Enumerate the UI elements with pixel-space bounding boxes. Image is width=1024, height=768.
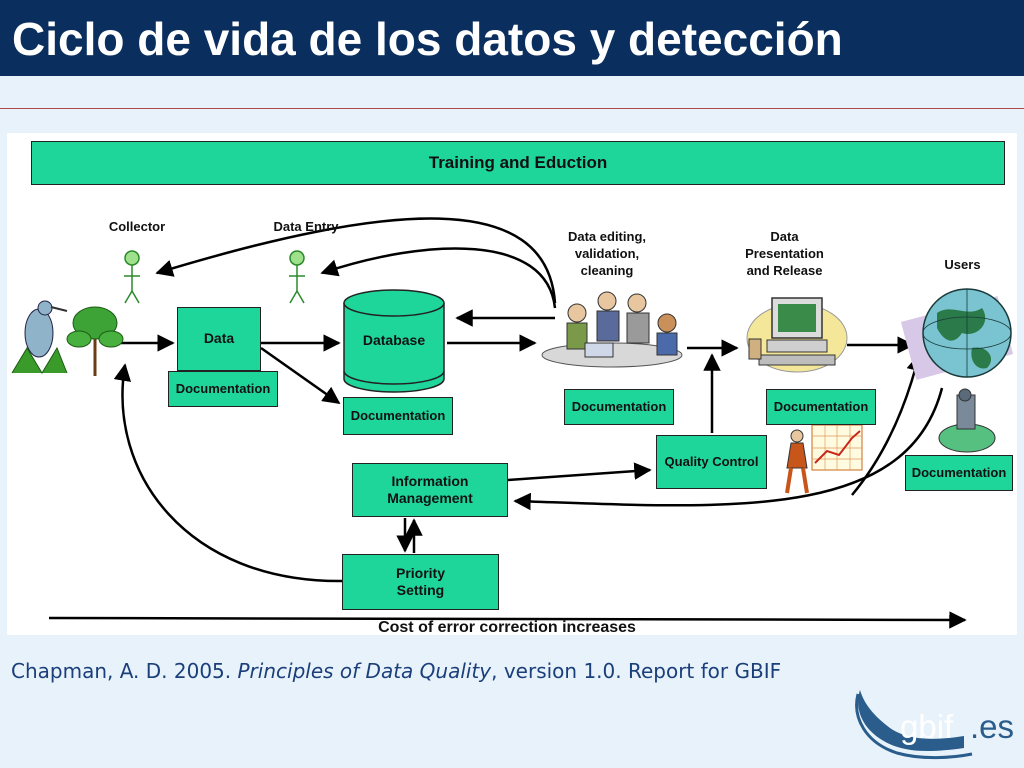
computer-icon <box>746 297 848 373</box>
page-title: Ciclo de vida de los datos y detección <box>12 13 843 65</box>
box-quality-control: Quality Control <box>656 435 767 489</box>
label-data-presentation: Data Presentation and Release <box>745 229 824 278</box>
label-data-entry: Data Entry <box>273 219 339 234</box>
citation-prefix: Chapman, A. D. 2005. <box>11 659 238 683</box>
label-collector: Collector <box>108 219 166 234</box>
citation: Chapman, A. D. 2005. Principles of Data … <box>11 659 781 683</box>
citation-suffix: , version 1.0. Report for GBIF <box>491 659 782 683</box>
box-data-documentation: Documentation <box>168 371 278 407</box>
lifecycle-diagram: Training and Eduction Collector Data Ent… <box>7 133 1017 636</box>
label-users: Users <box>944 257 981 272</box>
box-users-documentation: Documentation <box>905 455 1013 491</box>
box-presentation-documentation: Documentation <box>766 389 876 425</box>
citation-title: Principles of Data Quality <box>237 659 492 683</box>
database-label: Database <box>362 332 426 348</box>
title-bar: Ciclo de vida de los datos y detección <box>0 0 1024 76</box>
box-information-management: Information Management <box>352 463 508 517</box>
stick-figure-icon <box>289 250 305 304</box>
logo-gbif-text: gbif <box>900 708 954 745</box>
globe-icon <box>900 288 1014 453</box>
box-priority-setting: Priority Setting <box>342 554 499 610</box>
label-data-editing: Data editing, validation, cleaning <box>567 229 646 278</box>
banner-training-education: Training and Eduction <box>31 141 1005 185</box>
presenter-chart-icon <box>785 424 863 494</box>
diagram-connectors <box>11 217 1014 629</box>
box-editing-documentation: Documentation <box>564 389 674 425</box>
title-divider <box>0 108 1024 109</box>
box-data: Data <box>177 307 261 371</box>
logo-es-text: .es <box>970 708 1015 745</box>
team-meeting-icon <box>541 291 683 368</box>
gbif-logo: gbif .es <box>852 688 1017 760</box>
label-cost-error-correction: Cost of error correction increases <box>378 619 636 636</box>
box-database-documentation: Documentation <box>343 397 453 435</box>
bird-plant-icon <box>11 300 124 376</box>
stick-figure-icon <box>124 250 140 304</box>
database-cylinder: Database <box>343 289 445 393</box>
